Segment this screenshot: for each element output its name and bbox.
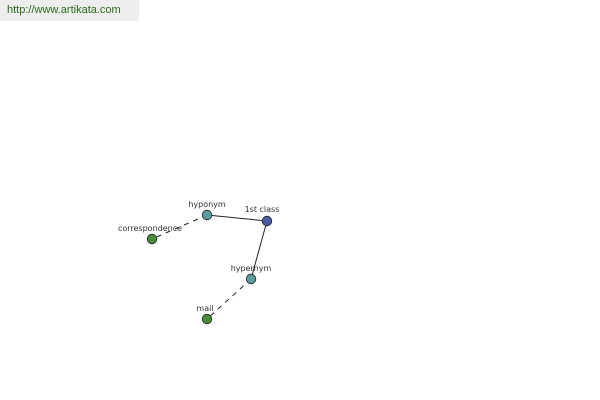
- node-label-mail: mail: [196, 304, 213, 313]
- node-circle-mail[interactable]: [201, 313, 213, 325]
- node-circle-hyponym[interactable]: [201, 209, 213, 221]
- node-first_class[interactable]: 1st class: [245, 205, 280, 227]
- edges-layer: [151, 214, 268, 320]
- node-hyponym[interactable]: hyponym: [188, 200, 226, 221]
- node-correspondence[interactable]: correspondence: [118, 224, 182, 245]
- node-label-correspondence: correspondence: [118, 224, 182, 233]
- node-label-hypernym: hypernym: [231, 264, 272, 273]
- node-mail[interactable]: mail: [196, 304, 214, 325]
- nodes-layer: 1st class hyponym hypernym correspondence ma…: [118, 200, 280, 325]
- edge-hypernym-mail: [206, 278, 252, 320]
- node-circle-first_class[interactable]: [261, 215, 273, 227]
- node-circle-hypernym[interactable]: [245, 273, 257, 285]
- node-hypernym[interactable]: hypernym: [231, 264, 272, 285]
- node-circle-correspondence[interactable]: [146, 233, 158, 245]
- edge-first_class-hyponym: [206, 214, 268, 222]
- url-banner[interactable]: http://www.artikata.com: [0, 0, 139, 21]
- node-label-first_class: 1st class: [245, 205, 280, 214]
- edge-hyponym-correspondence: [151, 214, 208, 240]
- edge-first_class-hypernym: [250, 220, 268, 280]
- node-label-hyponym: hyponym: [188, 200, 226, 209]
